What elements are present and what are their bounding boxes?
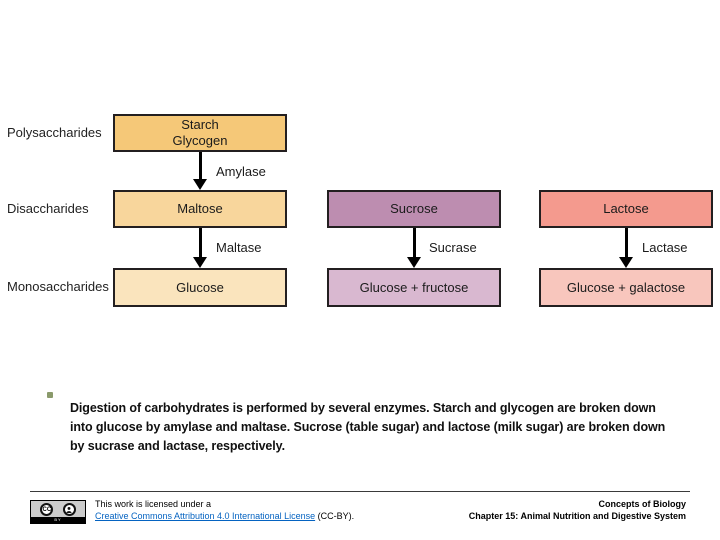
arrow-lactase <box>619 228 633 268</box>
arrow-shaft <box>198 228 202 257</box>
bullet-text: Digestion of carbohydrates is performed … <box>70 400 666 453</box>
box-glucose-fructose: Glucose + fructose <box>327 268 501 307</box>
arrow-sucrase <box>407 228 421 268</box>
footer-divider <box>30 491 690 492</box>
box-glucose: Glucose <box>113 268 287 307</box>
arrow-shaft <box>198 152 202 179</box>
arrow-amylase <box>193 152 207 190</box>
row-label-disaccharides: Disaccharides <box>7 201 89 216</box>
arrow-head <box>193 179 207 190</box>
box-glucose-galactose-label: Glucose + galactose <box>566 279 686 295</box>
arrow-maltase <box>193 228 207 268</box>
row-label-polysaccharides: Polysaccharides <box>7 125 102 140</box>
enzyme-label-sucrase: Sucrase <box>429 240 477 255</box>
box-starch-line1: Starch <box>181 117 219 132</box>
arrow-head <box>193 257 207 268</box>
cc-logo-icon: CC <box>40 503 54 516</box>
box-starch-glycogen: Starch Glycogen <box>113 114 287 152</box>
box-starch-line2: Glycogen <box>172 133 228 148</box>
person-icon <box>62 503 76 516</box>
enzyme-label-lactase: Lactase <box>642 240 688 255</box>
box-sucrose-label: Sucrose <box>390 201 438 216</box>
box-maltose-label: Maltose <box>177 201 223 216</box>
arrow-head <box>407 257 421 268</box>
arrow-shaft <box>624 228 628 257</box>
arrow-shaft <box>412 228 416 257</box>
box-glucose-fructose-label: Glucose + fructose <box>359 279 469 295</box>
source-attribution: Concepts of Biology Chapter 15: Animal N… <box>469 499 686 522</box>
book-title: Concepts of Biology <box>598 499 687 509</box>
arrow-head <box>619 257 633 268</box>
cc-by-badge: CC BY <box>30 500 86 524</box>
row-label-monosaccharides: Monosaccharides <box>7 279 109 294</box>
cc-badge-logos: CC <box>31 501 85 518</box>
license-line1: This work is licensed under a <box>95 499 212 509</box>
box-glucose-galactose: Glucose + galactose <box>539 268 713 307</box>
box-glucose-label: Glucose <box>176 279 224 295</box>
license-line2: Creative Commons Attribution 4.0 Interna… <box>95 511 354 523</box>
enzyme-label-amylase: Amylase <box>216 164 266 179</box>
bullet-marker <box>47 392 53 398</box>
box-maltose: Maltose <box>113 190 287 228</box>
box-lactose: Lactose <box>539 190 713 228</box>
license-text: This work is licensed under a Creative C… <box>95 499 354 522</box>
enzyme-label-maltase: Maltase <box>216 240 262 255</box>
license-suffix: (CC-BY). <box>315 510 355 521</box>
cc-badge-bar: BY <box>31 517 85 523</box>
box-sucrose: Sucrose <box>327 190 501 228</box>
chapter-title: Chapter 15: Animal Nutrition and Digesti… <box>468 510 686 521</box>
box-lactose-label: Lactose <box>603 201 649 216</box>
license-link[interactable]: Creative Commons Attribution 4.0 Interna… <box>95 510 316 521</box>
